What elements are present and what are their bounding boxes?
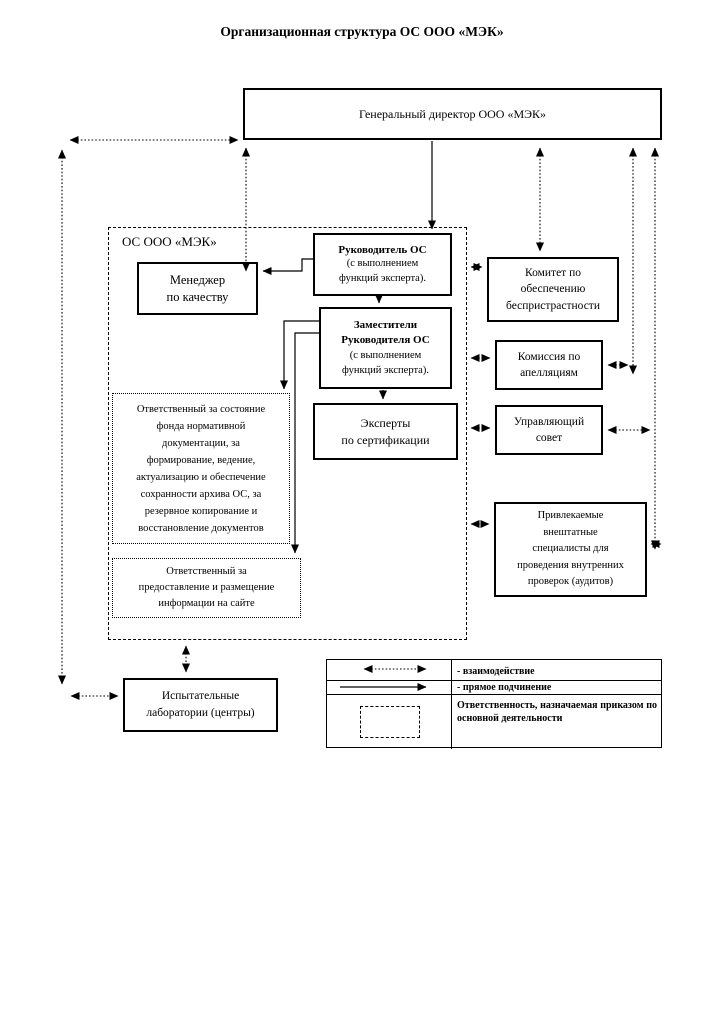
node-external-specialists-label: Привлекаемые внештатные специалисты для … <box>517 510 624 588</box>
node-certification-experts-label: Эксперты по сертификации <box>341 415 430 447</box>
node-archive-responsible: Ответственный за состояние фонда нормати… <box>112 393 290 544</box>
node-os-deputies-sub: (с выполнением функций эксперта). <box>342 350 429 376</box>
node-os-head-sub: (с выполнением функций эксперта). <box>339 258 426 284</box>
os-container <box>108 227 467 640</box>
node-impartiality-committee: Комитет по обеспечению беспристрастности <box>487 257 619 322</box>
node-managing-board: Управляющий совет <box>495 405 603 455</box>
node-managing-board-label: Управляющий совет <box>513 415 585 445</box>
node-archive-responsible-label: Ответственный за состояние фонда нормати… <box>136 403 266 534</box>
legend-subordination-symbol-cell <box>327 681 451 694</box>
legend-responsibility-label: Ответственность, назначаемая приказом по… <box>457 700 657 724</box>
node-site-responsible: Ответственный за предоставление и размещ… <box>112 558 301 618</box>
legend-dashed-box-sample <box>360 706 420 738</box>
node-certification-experts: Эксперты по сертификации <box>313 403 458 460</box>
node-appeals-commission-label: Комиссия по апелляциям <box>517 350 581 380</box>
node-appeals-commission: Комиссия по апелляциям <box>495 340 603 390</box>
node-quality-manager-label: Менеджер по качеству <box>166 272 229 304</box>
node-impartiality-committee-label: Комитет по обеспечению беспристрастности <box>506 266 600 312</box>
legend-row-interaction: - взаимодействие <box>327 660 661 680</box>
os-container-label: ОС ООО «МЭК» <box>122 234 217 249</box>
legend-row-responsibility: Ответственность, назначаемая приказом по… <box>327 694 661 749</box>
legend: - взаимодействие - прямое подчинение Отв… <box>326 659 662 749</box>
legend-subordination-label: - прямое подчинение <box>457 682 552 693</box>
legend-interaction-label: - взаимодействие <box>457 665 535 677</box>
legend-row-subordination: - прямое подчинение <box>327 680 661 694</box>
legend-responsibility-symbol-cell <box>327 695 451 749</box>
node-general-director: Генеральный директор ООО «МЭК» <box>243 88 662 140</box>
node-general-director-label: Генеральный директор ООО «МЭК» <box>358 106 547 121</box>
node-site-responsible-label: Ответственный за предоставление и размещ… <box>138 566 275 609</box>
node-os-deputies: Заместители Руководителя ОС (с выполнени… <box>319 307 452 389</box>
node-external-specialists: Привлекаемые внештатные специалисты для … <box>494 502 647 597</box>
node-os-head: Руководитель ОС (с выполнением функций э… <box>313 233 452 296</box>
node-os-head-title: Руководитель ОС <box>338 243 427 256</box>
node-quality-manager: Менеджер по качеству <box>137 262 258 315</box>
page-title: Организационная структура ОС ООО «МЭК» <box>220 24 504 39</box>
node-testing-labs-label: Испытательные лаборатории (центры) <box>146 690 255 719</box>
legend-interaction-symbol-cell <box>327 660 451 680</box>
node-os-deputies-title: Заместители Руководителя ОС <box>341 319 430 346</box>
node-testing-labs: Испытательные лаборатории (центры) <box>123 678 278 732</box>
